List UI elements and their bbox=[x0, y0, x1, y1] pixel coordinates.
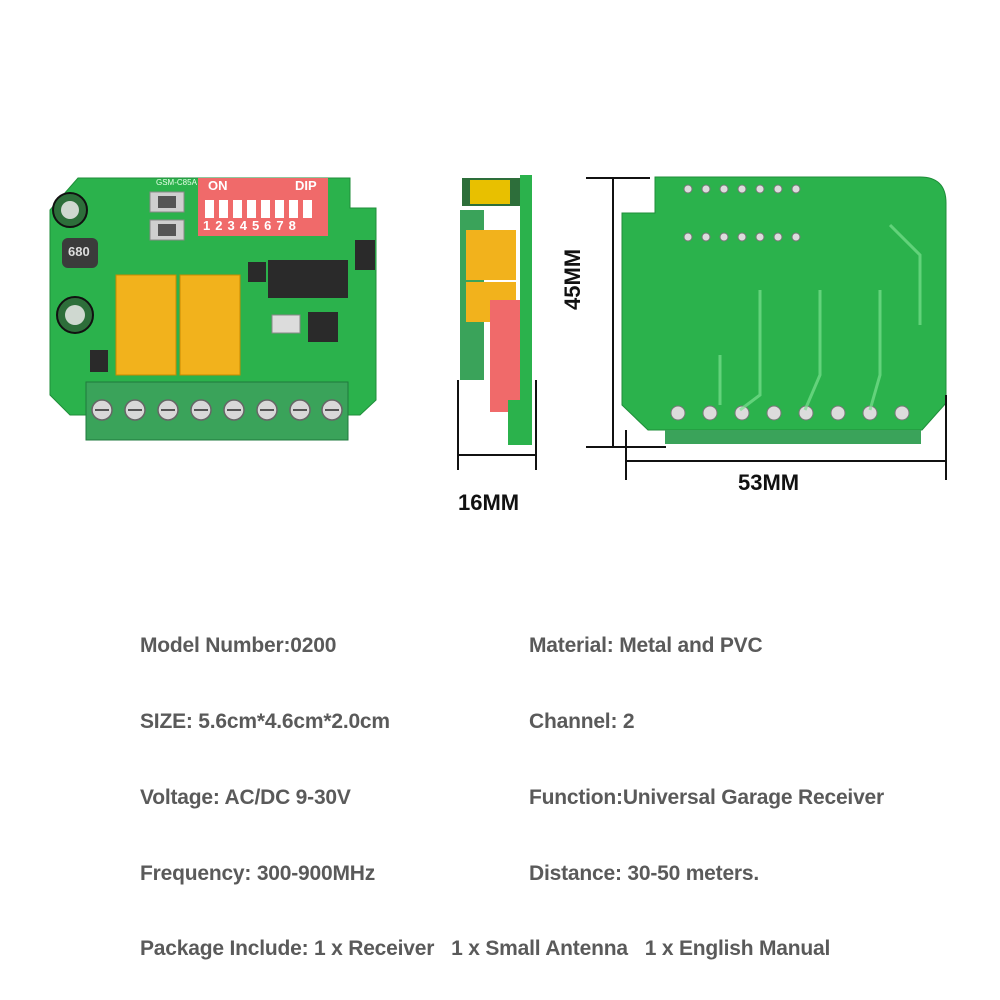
spec-material: Material: Metal and PVC bbox=[529, 634, 763, 657]
front-board-graphic bbox=[49, 177, 377, 441]
thickness-dimension-line bbox=[457, 380, 537, 470]
dip-label-on: ON bbox=[208, 178, 228, 193]
dip-number: 3 bbox=[227, 218, 235, 233]
dip-number: 6 bbox=[264, 218, 272, 233]
spec-voltage: Voltage: AC/DC 9-30V bbox=[140, 786, 351, 809]
inductor-label: 680 bbox=[68, 244, 90, 259]
side-board-view bbox=[450, 170, 550, 470]
front-board-view: ON DIP 1 2 3 4 5 6 7 8 680 GSM-C85A bbox=[40, 170, 385, 450]
width-label: 53MM bbox=[738, 470, 800, 495]
spec-package: Package Include: 1 x Receiver 1 x Small … bbox=[140, 937, 831, 960]
spec-size: SIZE: 5.6cm*4.6cm*2.0cm bbox=[140, 710, 390, 733]
spec-model-number: Model Number:0200 bbox=[140, 634, 336, 658]
dip-numbers: 1 2 3 4 5 6 7 8 bbox=[203, 218, 296, 233]
dip-number: 5 bbox=[251, 218, 260, 233]
dip-number: 1 bbox=[203, 218, 211, 233]
spec-function: Function:Universal Garage Receiver bbox=[529, 786, 884, 809]
relay-2 bbox=[179, 274, 241, 376]
spec-distance: Distance: 30-50 meters. bbox=[529, 862, 760, 885]
spec-model-number-value: 0200 bbox=[290, 634, 337, 657]
side-board-graphic bbox=[460, 175, 532, 445]
back-board-graphic bbox=[621, 176, 947, 444]
dip-label-dip: DIP bbox=[295, 178, 317, 193]
spec-frequency: Frequency: 300-900MHz bbox=[140, 862, 376, 885]
dip-number: 4 bbox=[239, 218, 247, 233]
chip-main bbox=[268, 260, 348, 298]
back-board-view bbox=[620, 175, 950, 450]
spec-channel: Channel: 2 bbox=[529, 710, 635, 733]
back-view-dimension-lines bbox=[620, 175, 950, 450]
thickness-label: 16MM bbox=[458, 490, 520, 515]
dip-number: 2 bbox=[215, 218, 223, 233]
dip-number: 8 bbox=[288, 218, 296, 233]
dip-number: 7 bbox=[276, 218, 284, 233]
inductor bbox=[62, 238, 98, 268]
spec-model-number-label: Model Number: bbox=[140, 634, 291, 657]
height-label: 45MM bbox=[560, 248, 585, 310]
board-model-label: GSM-C85A bbox=[156, 178, 197, 187]
relay-1 bbox=[115, 274, 177, 376]
